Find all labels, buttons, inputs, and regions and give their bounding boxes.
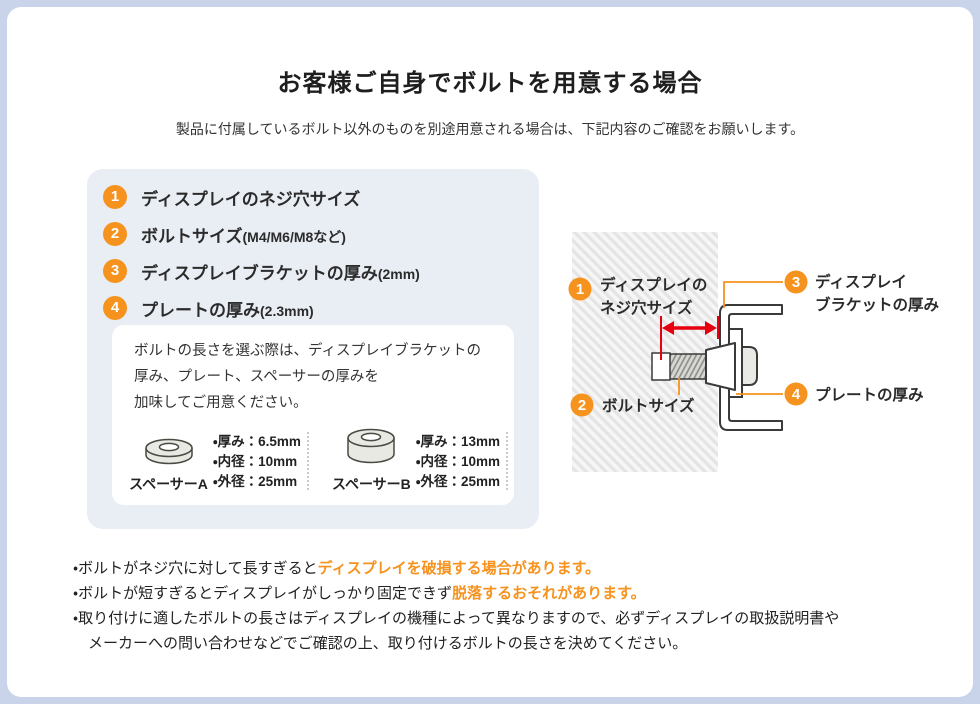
caution-text: ・ボルトがネジ穴に対して長すぎると — [73, 560, 318, 577]
spacer-a-icon — [144, 438, 193, 465]
spec-line: ・外径：25mm — [213, 474, 298, 489]
spacer-b-specs: ・厚み：13mm ・内径：10mm ・外径：25mm — [416, 427, 500, 492]
caution-text: メーカーへの問い合わせなどでご確認の上、取り付けるボルトの長さを決めてください。 — [73, 635, 688, 652]
diagram-badge-4-num: 4 — [792, 386, 801, 403]
washer-cone-shape — [705, 342, 736, 391]
diagram-badge-4 — [784, 382, 808, 406]
spacer-info-row: スペーサーA ・厚み：6.5mm ・内径：10mm ・外径：25mm — [112, 427, 514, 494]
caution-notes: ・ボルトがネジ穴に対して長すぎるとディスプレイを破損する場合があります。 ・ボル… — [73, 556, 933, 656]
spacer-a-specs: ・厚み：6.5mm ・内径：10mm ・外径：25mm — [213, 427, 301, 492]
checklist-item: 4 プレートの厚み(2.3mm) — [103, 296, 539, 320]
spacer-b-iconwrap — [336, 427, 406, 473]
page-title: お客様ご自身でボルトを用意する場合 — [277, 70, 703, 97]
number-badge-3: 3 — [103, 259, 127, 283]
display-wall-hatch — [572, 232, 718, 472]
caution-text: ・ボルトが短すぎるとディスプレイがしっかり固定できず — [73, 585, 453, 602]
diagram-badge-2-num: 2 — [578, 397, 586, 414]
note-line: 厚み、プレート、スペーサーの厚みを — [134, 369, 379, 385]
bolt-diagram-svg: 1 ディスプレイの ネジ穴サイズ 2 ボルトサイズ 3 ディスプレイ ブラケット… — [568, 232, 940, 472]
checklist-item-text: プレートの厚み — [141, 300, 260, 320]
spacer-a-name: スペーサーA — [129, 476, 208, 492]
spec-line: ・内径：10mm — [415, 454, 500, 469]
caution-line: ・ボルトが短すぎるとディスプレイがしっかり固定できず脱落するおそれがあります。 — [73, 581, 933, 606]
caution-text: ・取り付けに適したボルトの長さはディスプレイの機種によって異なりますので、必ずデ… — [73, 610, 840, 627]
diagram-label-3: 3 ディスプレイ ブラケットの厚み — [784, 270, 940, 314]
checklist-item: 3 ディスプレイブラケットの厚み(2mm) — [103, 259, 539, 283]
spacer-a-block: スペーサーA — [124, 427, 213, 494]
dotted-divider — [306, 431, 309, 490]
cap-nut-shape — [741, 346, 758, 386]
diagram-badge-2 — [570, 393, 594, 417]
page-subtitle: 製品に付属しているボルト以外のものを別途用意される場合は、下記内容のご確認をお願… — [175, 121, 805, 137]
spec-line: ・外径：25mm — [415, 474, 500, 489]
display-bracket-shape — [719, 304, 783, 431]
diagram-badge-3 — [784, 270, 808, 294]
leader-line-3 — [723, 281, 783, 308]
diagram-label-4-line1: プレートの厚み — [815, 385, 924, 404]
diagram-label-4: 4 プレートの厚み — [784, 382, 924, 406]
note-line: 加味してご用意ください。 — [134, 395, 308, 411]
checklist-item-label: ディスプレイブラケットの厚み(2mm) — [141, 259, 420, 284]
diagram-label-1: 1 ディスプレイの ネジ穴サイズ — [568, 275, 707, 317]
checklist-panel: 1 ディスプレイのネジ穴サイズ 2 ボルトサイズ(M4/M6/M8など) 3 デ… — [87, 169, 539, 529]
caution-warning-text: ディスプレイを破損する場合があります。 — [317, 560, 601, 577]
checklist-item-paren: (2.3mm) — [260, 302, 314, 319]
caution-line: ・ボルトがネジ穴に対して長すぎるとディスプレイを破損する場合があります。 — [73, 556, 933, 581]
checklist-item-label: ディスプレイのネジ穴サイズ — [141, 185, 360, 210]
diagram-badge-1 — [568, 277, 592, 301]
spacer-b-name: スペーサーB — [331, 476, 411, 492]
checklist-item-text: ボルトサイズ — [141, 226, 243, 246]
caution-line: メーカーへの問い合わせなどでご確認の上、取り付けるボルトの長さを決めてください。 — [73, 631, 933, 656]
spec-line: ・厚み：6.5mm — [213, 434, 301, 449]
checklist-item-paren: (2mm) — [377, 265, 420, 282]
number-badge-1: 1 — [103, 185, 127, 209]
spec-line: ・厚み：13mm — [415, 434, 500, 449]
checklist-item-label: プレートの厚み(2.3mm) — [141, 296, 314, 321]
number-badge-4: 4 — [103, 296, 127, 320]
bolt-length-note-box: ボルトの長さを選ぶ際は、ディスプレイブラケットの 厚み、プレート、スペーサーの厚… — [112, 325, 514, 505]
diagram-badge-1-num: 1 — [576, 281, 584, 298]
checklist-item-label: ボルトサイズ(M4/M6/M8など) — [141, 222, 346, 247]
diagram-label-1-line2: ネジ穴サイズ — [600, 298, 693, 317]
diagram-badge-3-num: 3 — [792, 274, 800, 291]
checklist-item-paren: (M4/M6/M8など) — [242, 228, 346, 245]
checklist-item: 1 ディスプレイのネジ穴サイズ — [103, 185, 539, 209]
bolt-length-note: ボルトの長さを選ぶ際は、ディスプレイブラケットの 厚み、プレート、スペーサーの厚… — [112, 325, 514, 416]
caution-warning-text: 脱落するおそれがあります。 — [452, 585, 646, 602]
number-badge-2: 2 — [103, 222, 127, 246]
diagram-label-2: 2 ボルトサイズ — [570, 393, 695, 417]
spacer-a-iconwrap — [134, 427, 204, 473]
dotted-divider — [506, 431, 508, 490]
spec-line: ・内径：10mm — [213, 454, 298, 469]
diagram-label-3-line1: ディスプレイ — [815, 272, 907, 291]
diagram-label-3-line2: ブラケットの厚み — [815, 295, 940, 314]
content-card: お客様ご自身でボルトを用意する場合 製品に付属しているボルト以外のものを別途用意… — [7, 7, 973, 697]
diagram-label-2-line1: ボルトサイズ — [602, 396, 695, 415]
spacer-b-icon — [347, 428, 396, 464]
bolt-diagram: 1 ディスプレイの ネジ穴サイズ 2 ボルトサイズ 3 ディスプレイ ブラケット… — [562, 232, 957, 477]
spacer-b-block: スペーサーB — [327, 427, 416, 494]
screw-hole-dimension — [660, 316, 719, 360]
note-line: ボルトの長さを選ぶ際は、ディスプレイブラケットの — [134, 343, 481, 359]
diagram-label-1-line1: ディスプレイの — [600, 275, 707, 294]
checklist-item-text: ディスプレイブラケットの厚み — [141, 263, 378, 283]
checklist-item: 2 ボルトサイズ(M4/M6/M8など) — [103, 222, 539, 246]
caution-line: ・取り付けに適したボルトの長さはディスプレイの機種によって異なりますので、必ずデ… — [73, 606, 933, 631]
checklist-item-text: ディスプレイのネジ穴サイズ — [141, 189, 361, 209]
